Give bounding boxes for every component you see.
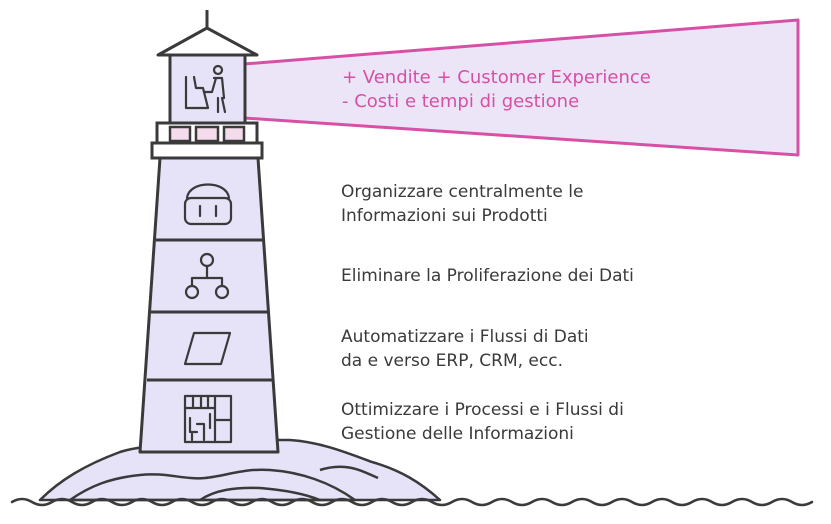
level-2-line-1: Eliminare la Proliferazione dei Dati <box>341 266 634 286</box>
level-4-line-2: Gestione delle Informazioni <box>341 424 574 444</box>
level-3-line-2: da e verso ERP, CRM, ecc. <box>341 351 563 371</box>
basket-icon <box>183 183 233 226</box>
rocks <box>38 438 442 502</box>
beam-benefit-line-2: - Costi e tempi di gestione <box>342 91 580 112</box>
sea-waves <box>10 497 814 507</box>
level-3-line-1: Automatizzare i Flussi di Dati <box>341 327 589 347</box>
floorplan-icon <box>183 394 233 444</box>
railing-panels <box>168 125 246 143</box>
level-4-line-1: Ottimizzare i Processi e i Flussi di <box>341 400 624 420</box>
level-1-line-2: Informazioni sui Prodotti <box>341 206 548 226</box>
lantern-roof <box>156 26 259 57</box>
level-1-line-1: Organizzare centralmente le <box>341 182 584 202</box>
hierarchy-icon <box>184 252 230 300</box>
tower-bands <box>147 238 272 382</box>
person-desk-icon <box>184 64 227 114</box>
parallelogram-icon <box>183 331 232 366</box>
lantern-room <box>168 53 247 125</box>
tower-gallery <box>150 141 264 160</box>
beam-benefit-line-1: + Vendite + Customer Experience <box>342 67 651 88</box>
